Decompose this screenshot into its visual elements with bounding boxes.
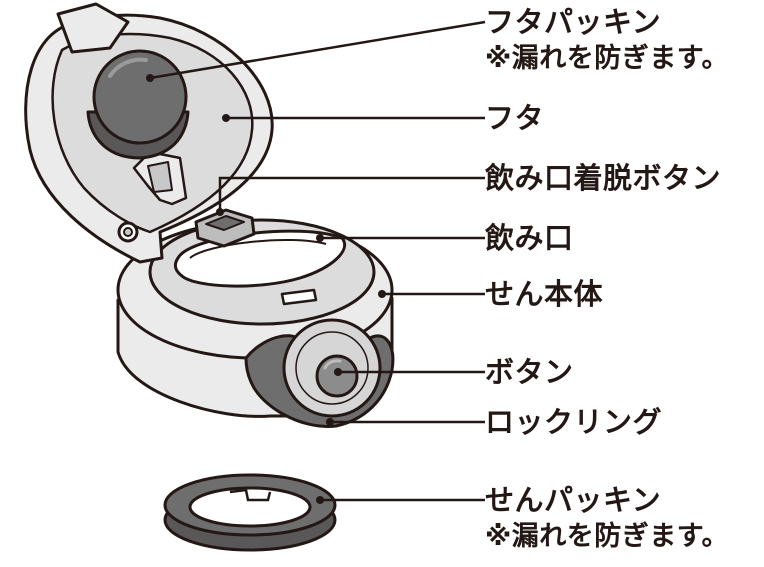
lock-ring-illustration	[244, 318, 395, 428]
lock-ring-name: ロックリング	[485, 405, 663, 439]
label-lock-ring: ロックリング	[485, 408, 662, 437]
spout-name: 飲み口	[485, 221, 574, 255]
label-spout-release-button: 飲み口着脱ボタン	[485, 164, 721, 193]
label-stopper-body: せん本体	[485, 280, 603, 309]
label-lid: フタ	[485, 104, 544, 133]
button-name: ボタン	[485, 355, 574, 389]
stopper-body-name: せん本体	[485, 277, 604, 311]
leader-dots	[146, 74, 386, 504]
spout-release-button-name: 飲み口着脱ボタン	[485, 161, 722, 195]
lid-packing-note: ※漏れを防ぎます。	[485, 43, 730, 74]
label-lid-packing: フタパッキン ※漏れを防ぎます。	[485, 5, 730, 74]
label-button: ボタン	[485, 358, 574, 387]
label-spout: 飲み口	[485, 224, 574, 253]
leader-lid-packing	[149, 20, 486, 80]
stopper-packing-name: せんパッキン	[485, 483, 662, 517]
stopper-packing-note: ※漏れを防ぎます。	[485, 521, 730, 552]
lid-illustration	[24, 2, 274, 264]
leader-lines	[149, 20, 486, 502]
stopper-packing-illustration	[163, 473, 337, 552]
leader-spout-release-button	[218, 176, 485, 212]
label-stopper-packing: せんパッキン ※漏れを防ぎます。	[485, 483, 730, 552]
lid-name: フタ	[485, 101, 545, 135]
lid-packing-name: フタパッキン	[485, 5, 662, 39]
